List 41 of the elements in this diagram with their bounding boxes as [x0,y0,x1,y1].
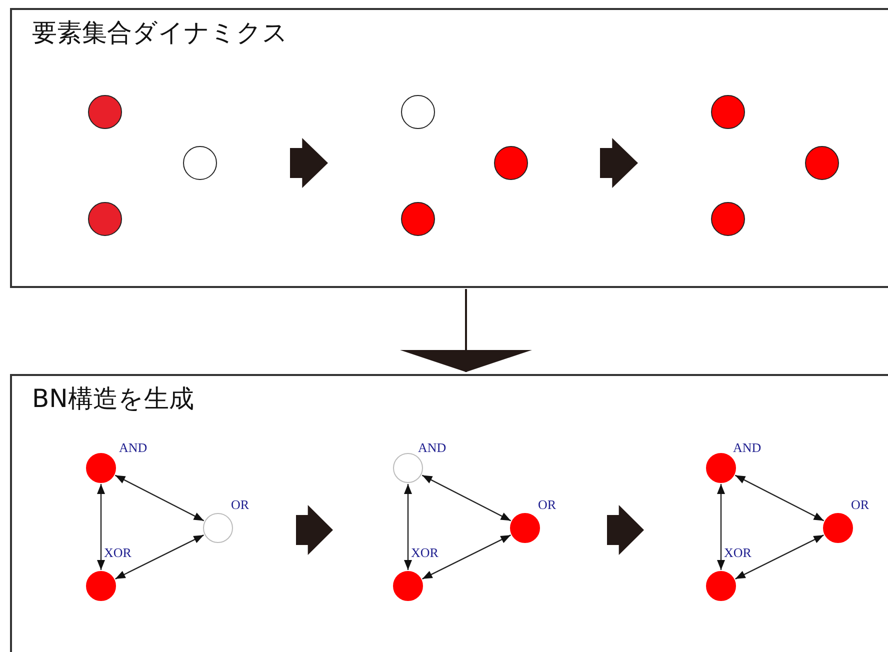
arrow [97,484,105,570]
circle-node [823,513,853,543]
circle-node [805,146,839,180]
circle-node [711,95,745,129]
panel-title: BN構造を生成 [32,384,194,414]
arrow [717,484,725,570]
node-label: OR [538,498,556,511]
circle-node [86,453,116,483]
node-label: XOR [104,546,132,559]
arrow [735,534,824,580]
arrow [400,289,532,372]
circle-node [711,202,745,236]
arrow [404,484,412,570]
arrow [734,474,824,522]
circle-node [510,513,540,543]
arrow [115,534,204,580]
circle-node [183,146,217,180]
circle-node [706,453,736,483]
circle-node [706,571,736,601]
node-label: OR [851,498,870,511]
arrow [422,474,512,522]
circle-node [86,571,116,601]
circle-node [393,453,423,483]
circle-node [88,95,122,129]
circle-node [401,95,435,129]
circle-node [401,202,435,236]
circle-node [393,571,423,601]
node-label: AND [119,441,148,454]
node-label: AND [418,441,446,454]
node-label: AND [733,441,762,454]
node-label: XOR [411,546,438,559]
circle-node [494,146,528,180]
panel [10,8,888,288]
circle-node [88,202,122,236]
arrow [114,474,204,522]
node-label: OR [231,498,250,511]
node-label: XOR [724,546,752,559]
arrow [422,534,511,580]
panel [10,374,888,652]
circle-node [203,513,233,543]
panel-title: 要素集合ダイナミクス [32,18,288,48]
